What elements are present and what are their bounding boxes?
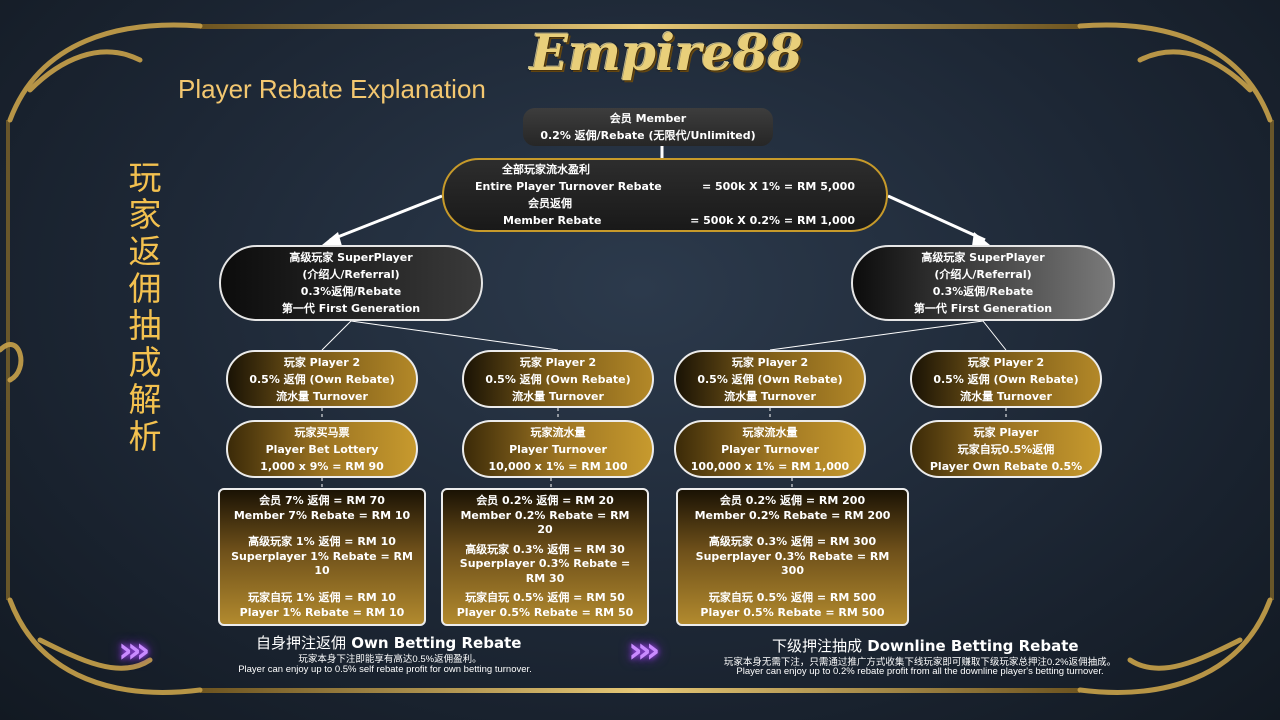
calc-node-1: 玩家买马票 Player Bet Lottery 1,000 x 9% = RM…	[226, 420, 418, 478]
calc-formula: 100,000 x 1% = RM 1,000	[690, 459, 850, 473]
superplayer-node-right: 高级玩家 SuperPlayer (介绍人/Referral) 0.3%返佣/R…	[851, 245, 1115, 321]
summary-member-value: = 500k X 0.2% = RM 1,000	[690, 214, 855, 227]
player-turnover: 流水量 Turnover	[960, 389, 1052, 403]
calc-label: Player Bet Lottery	[265, 442, 379, 456]
detail-super-cn: 高级玩家 1% 返佣 = RM 10	[248, 535, 396, 549]
detail-player-cn: 玩家自玩 0.5% 返佣 = RM 50	[465, 591, 625, 604]
footer-right-en: Player can enjoy up to 0.2% rebate profi…	[736, 666, 1104, 677]
detail-player-cn: 玩家自玩 0.5% 返佣 = RM 500	[708, 591, 877, 604]
detail-member-en: Member 7% Rebate = RM 10	[233, 508, 411, 522]
footer-left-title-en: Own Betting Rebate	[351, 634, 522, 652]
calc-formula: 10,000 x 1% = RM 100	[488, 459, 628, 473]
member-node: 会员 Member 0.2% 返佣/Rebate (无限代/Unlimited)	[523, 108, 773, 146]
player-turnover: 流水量 Turnover	[724, 389, 816, 403]
calc-node-2: 玩家流水量 Player Turnover 10,000 x 1% = RM 1…	[462, 420, 654, 478]
calc-title: 玩家流水量	[742, 425, 798, 439]
player-turnover: 流水量 Turnover	[512, 389, 604, 403]
player-turnover: 流水量 Turnover	[276, 389, 368, 403]
member-rebate: 0.2% 返佣/Rebate (无限代/Unlimited)	[540, 129, 756, 142]
calc-label: Player Turnover	[721, 442, 819, 456]
summary-line1: 全部玩家流水盈利	[502, 163, 590, 176]
calc-title: 玩家买马票	[294, 425, 350, 439]
chevrons-right-icon: ›››	[628, 630, 660, 671]
superplayer-title: 高级玩家 SuperPlayer	[289, 251, 413, 264]
footer-left-cn: 玩家本身下注即能享有高达0.5%返佣盈利。	[298, 654, 482, 665]
detail-player-en: Player 1% Rebate = RM 10	[239, 605, 405, 619]
summary-turnover-label: Entire Player Turnover Rebate	[475, 180, 662, 193]
detail-member-cn: 会员 0.2% 返佣 = RM 20	[476, 494, 614, 507]
detail-player-cn: 玩家自玩 1% 返佣 = RM 10	[248, 591, 396, 604]
summary-line3: 会员返佣	[528, 197, 572, 210]
page-title: Player Rebate Explanation	[178, 74, 486, 104]
superplayer-referral: (介绍人/Referral)	[302, 268, 400, 281]
calc-formula: Player Own Rebate 0.5%	[929, 459, 1083, 473]
player-own-rebate: 0.5% 返佣 (Own Rebate)	[697, 372, 843, 386]
detail-member-cn: 会员 0.2% 返佣 = RM 200	[719, 494, 866, 507]
player-node-2: 玩家 Player 2 0.5% 返佣 (Own Rebate) 流水量 Tur…	[462, 350, 654, 408]
player-node-3: 玩家 Player 2 0.5% 返佣 (Own Rebate) 流水量 Tur…	[674, 350, 866, 408]
chevrons-right-icon: ›››	[118, 630, 150, 671]
superplayer-rebate: 0.3%返佣/Rebate	[300, 285, 402, 298]
calc-title: 玩家 Player	[973, 425, 1039, 439]
player-title: 玩家 Player 2	[967, 355, 1045, 369]
detail-super-cn: 高级玩家 0.3% 返佣 = RM 300	[708, 535, 877, 549]
player-own-rebate: 0.5% 返佣 (Own Rebate)	[933, 372, 1079, 386]
detail-member-cn: 会员 7% 返佣 = RM 70	[259, 494, 385, 507]
calc-node-3: 玩家流水量 Player Turnover 100,000 x 1% = RM …	[674, 420, 866, 478]
member-label: 会员 Member	[609, 112, 687, 125]
detail-box-1: 会员 7% 返佣 = RM 70 Member 7% Rebate = RM 1…	[218, 488, 426, 626]
player-own-rebate: 0.5% 返佣 (Own Rebate)	[485, 372, 631, 386]
player-title: 玩家 Player 2	[731, 355, 809, 369]
detail-super-cn: 高级玩家 0.3% 返佣 = RM 30	[465, 542, 625, 556]
footer-left-title: 自身押注返佣 Own Betting Rebate	[256, 632, 521, 653]
player-node-1: 玩家 Player 2 0.5% 返佣 (Own Rebate) 流水量 Tur…	[226, 350, 418, 408]
footer-right-title: 下级押注抽成 Downline Betting Rebate	[772, 635, 1079, 656]
superplayer-generation: 第一代 First Generation	[281, 302, 421, 315]
superplayer-generation: 第一代 First Generation	[913, 302, 1053, 315]
superplayer-rebate: 0.3%返佣/Rebate	[932, 285, 1034, 298]
footer-left-en: Player can enjoy up to 0.5% self rebate …	[238, 664, 532, 675]
footer-right-title-en: Downline Betting Rebate	[867, 637, 1079, 655]
summary-turnover-value: = 500k X 1% = RM 5,000	[701, 180, 855, 193]
detail-member-en: Member 0.2% Rebate = RM 200	[694, 508, 891, 522]
calc-formula: 1,000 x 9% = RM 90	[260, 459, 384, 473]
player-title: 玩家 Player 2	[519, 355, 597, 369]
detail-super-en: Superplayer 1% Rebate = RM 10	[231, 549, 413, 578]
detail-box-3: 会员 0.2% 返佣 = RM 200 Member 0.2% Rebate =…	[676, 488, 909, 626]
detail-player-en: Player 0.5% Rebate = RM 500	[700, 605, 885, 619]
player-own-rebate: 0.5% 返佣 (Own Rebate)	[249, 372, 395, 386]
rebate-summary-node: 全部玩家流水盈利 Entire Player Turnover Rebate =…	[442, 158, 888, 232]
footer-right-cn: 玩家本身无需下注，只需通过推广方式收集下线玩家即可赚取下级玩家总押注0.2%返佣…	[723, 657, 1117, 668]
player-node-4: 玩家 Player 2 0.5% 返佣 (Own Rebate) 流水量 Tur…	[910, 350, 1102, 408]
footer-left-title-cn: 自身押注返佣	[256, 634, 347, 652]
detail-member-en: Member 0.2% Rebate = RM 20	[460, 508, 630, 537]
calc-label: Player Turnover	[509, 442, 607, 456]
detail-player-en: Player 0.5% Rebate = RM 50	[456, 605, 634, 619]
calc-title: 玩家流水量	[530, 425, 586, 439]
player-title: 玩家 Player 2	[283, 355, 361, 369]
vertical-title: 玩家返佣抽成解析	[123, 160, 162, 456]
summary-member-label: Member Rebate	[503, 214, 602, 227]
detail-super-en: Superplayer 0.3% Rebate = RM 300	[695, 549, 890, 578]
superplayer-node-left: 高级玩家 SuperPlayer (介绍人/Referral) 0.3%返佣/R…	[219, 245, 483, 321]
superplayer-referral: (介绍人/Referral)	[934, 268, 1032, 281]
footer-right-title-cn: 下级押注抽成	[772, 637, 863, 655]
calc-label: 玩家自玩0.5%返佣	[957, 442, 1055, 456]
detail-super-en: Superplayer 0.3% Rebate = RM 30	[459, 557, 631, 585]
superplayer-title: 高级玩家 SuperPlayer	[921, 251, 1045, 264]
detail-box-2: 会员 0.2% 返佣 = RM 20 Member 0.2% Rebate = …	[441, 488, 649, 626]
calc-node-4: 玩家 Player 玩家自玩0.5%返佣 Player Own Rebate 0…	[910, 420, 1102, 478]
